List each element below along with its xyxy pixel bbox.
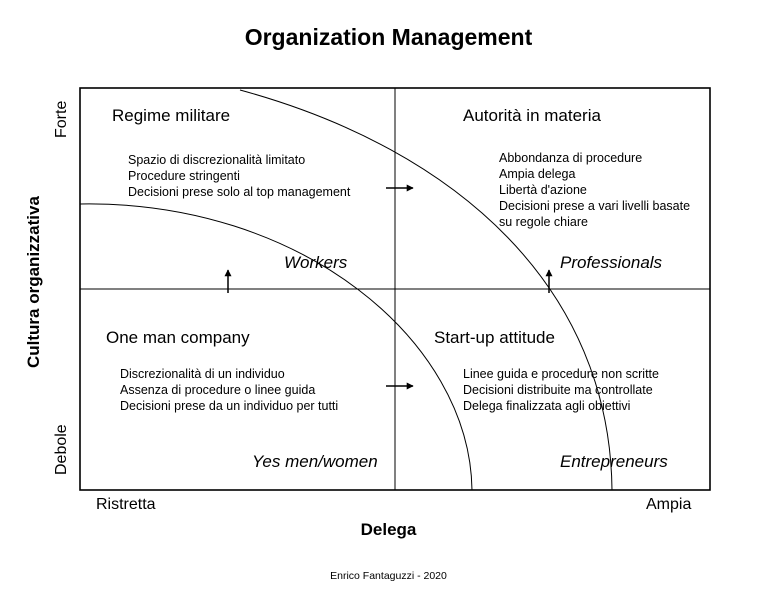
quadrant-line: Ampia delega bbox=[499, 167, 576, 181]
persona-yes-men-women: Yes men/women bbox=[252, 452, 378, 471]
x-axis-title: Delega bbox=[360, 520, 417, 539]
quadrant-line: Linee guida e procedure non scritte bbox=[463, 367, 659, 381]
quadrant-body-autorita: Abbondanza di procedure Ampia delega Lib… bbox=[499, 150, 690, 230]
quadrant-line: Decisioni prese solo al top management bbox=[128, 185, 351, 199]
quadrant-body-start-up: Linee guida e procedure non scritte Deci… bbox=[463, 366, 659, 414]
quadrant-line: su regole chiare bbox=[499, 215, 588, 229]
persona-entrepreneurs: Entrepreneurs bbox=[560, 452, 668, 471]
y-axis-high-label: Forte bbox=[53, 100, 70, 138]
persona-workers: Workers bbox=[284, 253, 348, 272]
outer-curve bbox=[239, 89, 613, 491]
credit: Enrico Fantaguzzi - 2020 bbox=[330, 570, 447, 582]
y-axis-title: Cultura organizzativa bbox=[24, 196, 43, 368]
quadrant-line: Decisioni distribuite ma controllate bbox=[463, 383, 653, 397]
quadrant-body-regime-militare: Spazio di discrezionalità limitato Proce… bbox=[128, 152, 350, 200]
quadrant-title-autorita: Autorità in materia bbox=[463, 106, 601, 125]
quadrant-line: Delega finalizzata agli obiettivi bbox=[463, 399, 631, 413]
quadrant-line: Abbondanza di procedure bbox=[499, 151, 643, 165]
quadrant-line: Spazio di discrezionalità limitato bbox=[128, 153, 306, 167]
persona-professionals: Professionals bbox=[560, 253, 663, 272]
quadrant-line: Decisioni prese da un individuo per tutt… bbox=[120, 399, 339, 413]
quadrant-title-regime-militare: Regime militare bbox=[112, 106, 231, 125]
y-axis-low-label: Debole bbox=[53, 424, 70, 475]
quadrant-title-start-up: Start-up attitude bbox=[434, 328, 555, 347]
quadrant-body-one-man-company: Discrezionalità di un individuo Assenza … bbox=[120, 366, 338, 414]
quadrant-line: Discrezionalità di un individuo bbox=[120, 367, 285, 381]
x-axis-high-label: Ampia bbox=[646, 496, 692, 513]
quadrant-title-one-man-company: One man company bbox=[106, 328, 250, 347]
quadrant-line: Procedure stringenti bbox=[128, 169, 240, 183]
diagram-title: Organization Management bbox=[244, 24, 533, 50]
quadrant-line: Assenza di procedure o linee guida bbox=[120, 383, 316, 397]
x-axis-low-label: Ristretta bbox=[96, 496, 156, 513]
inner-curve bbox=[79, 203, 473, 491]
quadrant-line: Libertà d'azione bbox=[499, 183, 587, 197]
quadrant-line: Decisioni prese a vari livelli basate bbox=[499, 199, 691, 213]
